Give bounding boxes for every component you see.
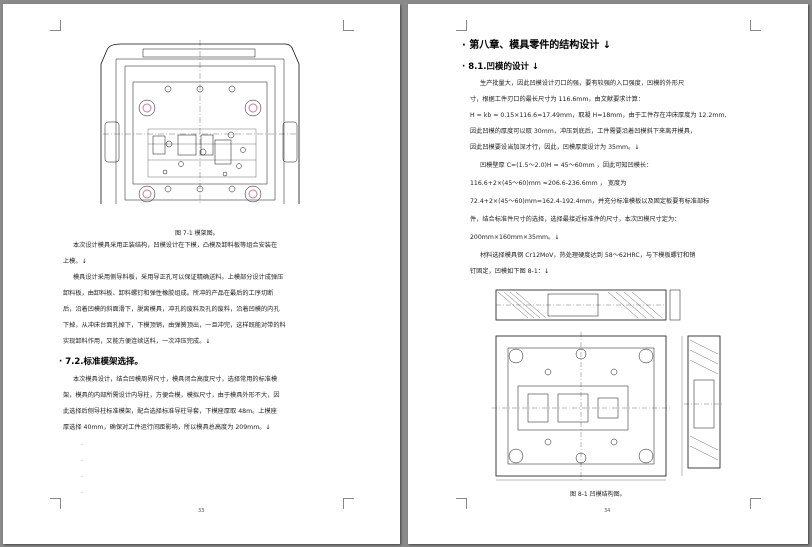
crop-mark <box>750 498 761 509</box>
paragraph-line: 72.4+2×(45～60)mm=162.4-192.4mm，并充分标准模板以及… <box>470 198 710 205</box>
die-drawing <box>492 289 724 481</box>
paragraph-line: 下掉，从冲床台面孔掉下，下模顶销，由弹簧顶出，一旦冲完，这样既能对带的料 <box>63 322 286 329</box>
crop-mark <box>343 20 354 31</box>
crop-mark <box>456 20 467 31</box>
paragraph-line: 本次设计模具采用正装结构，凹模设计在下模，凸模及卸料板等组合安装在 <box>73 242 278 249</box>
crop-mark <box>343 498 354 509</box>
crop-mark <box>50 498 61 509</box>
crop-mark <box>750 20 761 31</box>
paragraph-line: 模具设计采用侧导料板，采用导正孔可以保证精确送料。上模部分设计成弹压 <box>73 274 284 281</box>
paragraph-line: 件，结合标准件尺寸的选择，选择最接近标准件的尺寸，本次凹模尺寸定为： <box>470 216 681 223</box>
paragraph-line: 200mm×160mm×35mm。↓ <box>470 234 560 241</box>
paragraph-line: 后，沿着凹模的斜面滑下，脱离模具，冲孔的废料及孔的废料，沿着凹模的内孔 <box>63 306 280 313</box>
page-number: 33 <box>198 508 205 514</box>
empty-paragraph-mark: . <box>81 472 83 479</box>
page-number: 34 <box>604 508 611 514</box>
mold-base-drawing <box>100 40 300 204</box>
figure-caption: 图 7-1 模架图。 <box>175 230 219 237</box>
paragraph-line: 钉固定，凹模如下图 8-1：↓ <box>470 268 550 275</box>
paragraph-line: 寸，根据工件刃口的最长尺寸为 116.6mm，由文献要求计算： <box>470 96 645 103</box>
left-page: 图 7-1 模架图。 本次设计模具采用正装结构，凹模设计在下模，凸模及卸料板等组… <box>3 4 400 544</box>
empty-paragraph-mark: . <box>81 456 83 463</box>
paragraph-line: 因此凹模的厚度可以取 30mm，冲压到底后，工件需要沿着凹模斜下来离开模具， <box>470 128 697 135</box>
paragraph-line: 生产批量大，因此凹模设计刃口的强，要有较强的入口强度，凹模的外形尺 <box>480 80 685 87</box>
paragraph-line: 本次模具设计，结合凹模周界尺寸，模具闭合高度尺寸，选择常用的标准模 <box>73 376 278 383</box>
empty-paragraph-mark: . <box>81 440 83 447</box>
paragraph-line: 此选择后侧导柱标准模架，配合选择标准导柱导套，下模座厚取 48m。上模座 <box>63 408 277 415</box>
crop-mark <box>50 20 61 31</box>
paragraph-line: 材料选择模具钢 Cr12MoV，热处理硬度达到 58～62HRC，与下模板螺钉和… <box>480 252 696 259</box>
crop-mark <box>456 498 467 509</box>
empty-paragraph-mark: . <box>81 488 83 495</box>
paragraph-line: 卸料板，由卸料板、卸料螺钉和弹性橡胶组成。所冲的产品在最后的工序切断 <box>63 290 274 297</box>
paragraph-line: H = kb = 0.15×116.6=17.49mm，取凝 H=18mm，由于… <box>470 112 727 119</box>
section-heading: · 7.2.标准模架选择。 <box>59 357 143 367</box>
chapter-heading: · 第八章、模具零件的结构设计 ↓ <box>462 40 612 51</box>
paragraph-line: 上模。↓ <box>63 258 87 265</box>
paragraph-line: 架，模具的内部所需设计内导柱，方便合模，模拟尺寸，由于模具外形不大，因 <box>63 392 280 399</box>
paragraph-line: 116.6+2×(45～60)mm =206.6-236.6mm ， 宽度为 <box>470 180 627 187</box>
section-heading: · 8.1.凹模的设计 ↓ <box>462 62 540 72</box>
figure-caption: 图 8-1 凹模结构图。 <box>570 491 626 498</box>
paragraph-line: 实现卸料作用，又能方便连续送料，一次冲压完成。↓ <box>63 338 211 345</box>
paragraph-line: 凹模壁厚 C=(1.5～2.0)H = 45～60mm ，因此可知凹模长： <box>480 162 653 169</box>
paragraph-line: 厚选择 40mm，确保对工件运行间距影响，所以模具总高度为 209mm。↓ <box>63 424 271 431</box>
paragraph-line: 因此凹模要设当加深才行，因此，凹模厚度设计为 35mm。↓ <box>470 144 640 151</box>
right-page: · 第八章、模具零件的结构设计 ↓ · 8.1.凹模的设计 ↓ 生产批量大，因此… <box>408 4 808 544</box>
